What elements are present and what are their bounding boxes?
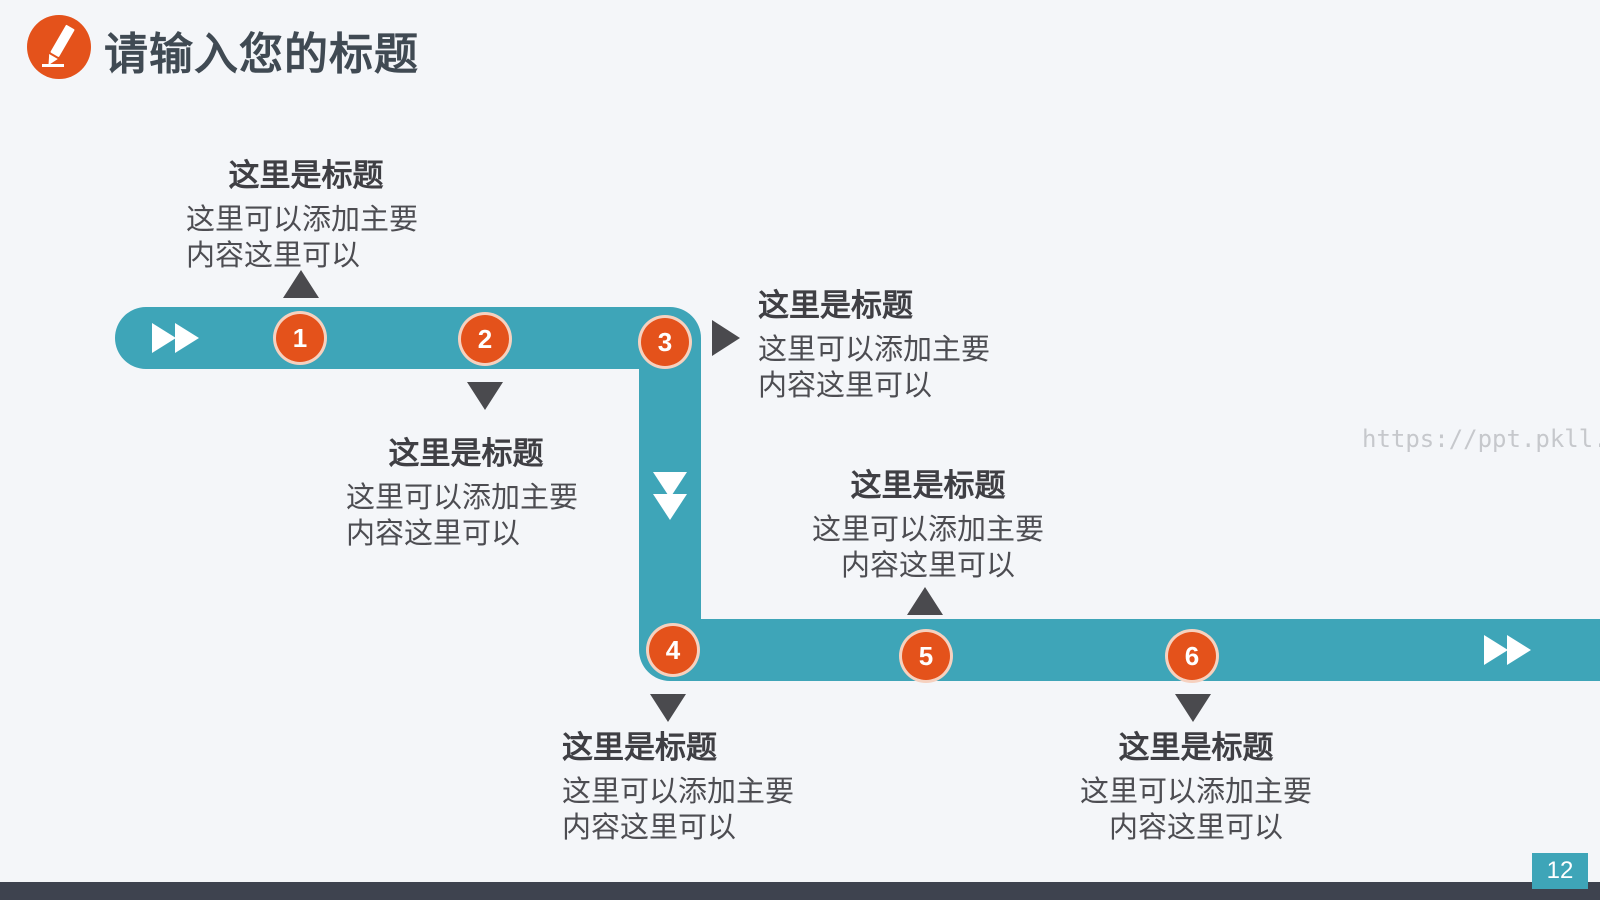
step-badge-5: 5 — [902, 632, 950, 680]
page-number: 12 — [1532, 853, 1588, 889]
step-badge-1: 1 — [276, 314, 324, 362]
step-desc-line: 内容这里可以 — [840, 548, 1015, 582]
slide-title: 请输入您的标题 — [104, 29, 419, 80]
pointer-up-icon — [283, 270, 319, 298]
step-desc-line: 这里可以添加主要 — [346, 480, 579, 514]
step-desc-line: 内容这里可以 — [186, 238, 361, 272]
step-desc-line: 内容这里可以 — [1108, 810, 1283, 844]
step-badge-3: 3 — [641, 318, 689, 366]
watermark-url: https://ppt.pkll.de — [1362, 425, 1600, 453]
step-text-4: 这里是标题 这里可以添加主要 内容这里可以 — [562, 722, 822, 845]
step-desc-line: 这里可以添加主要 — [186, 202, 419, 236]
step-text-3: 这里是标题 这里可以添加主要 内容这里可以 — [758, 280, 1018, 403]
step-desc-line: 这里可以添加主要 — [758, 332, 991, 366]
start-double-arrow-icon — [152, 323, 199, 353]
step-title: 这里是标题 — [562, 730, 717, 766]
down-double-arrow-icon — [653, 472, 687, 520]
footer-bar — [0, 882, 1600, 900]
step-title: 这里是标题 — [1118, 730, 1274, 766]
step-desc-line: 这里可以添加主要 — [1079, 774, 1312, 808]
step-title: 这里是标题 — [850, 468, 1006, 504]
step-badge-2: 2 — [461, 315, 509, 363]
step-title: 这里是标题 — [758, 288, 913, 324]
step-desc-line: 内容这里可以 — [562, 810, 737, 844]
step-badge-4: 4 — [649, 626, 697, 674]
pencil-logo-icon — [27, 15, 91, 79]
step-title: 这里是标题 — [388, 436, 544, 472]
step-desc-line: 这里可以添加主要 — [811, 512, 1044, 546]
step-title: 这里是标题 — [228, 158, 384, 194]
step-desc-line: 这里可以添加主要 — [562, 774, 795, 808]
end-double-arrow-icon — [1484, 635, 1531, 665]
step-text-6: 这里是标题 这里可以添加主要 内容这里可以 — [1066, 722, 1326, 845]
step-text-1: 这里是标题 这里可以添加主要 内容这里可以 — [176, 150, 436, 273]
pointer-up-icon — [907, 587, 943, 615]
pointer-right-icon — [712, 320, 740, 356]
pointer-down-icon — [1175, 694, 1211, 722]
step-badge-6: 6 — [1168, 632, 1216, 680]
step-text-5: 这里是标题 这里可以添加主要 内容这里可以 — [798, 460, 1058, 583]
pointer-down-icon — [650, 694, 686, 722]
step-desc-line: 内容这里可以 — [346, 516, 521, 550]
pointer-down-icon — [467, 382, 503, 410]
step-text-2: 这里是标题 这里可以添加主要 内容这里可以 — [336, 428, 596, 551]
step-desc-line: 内容这里可以 — [758, 368, 933, 402]
